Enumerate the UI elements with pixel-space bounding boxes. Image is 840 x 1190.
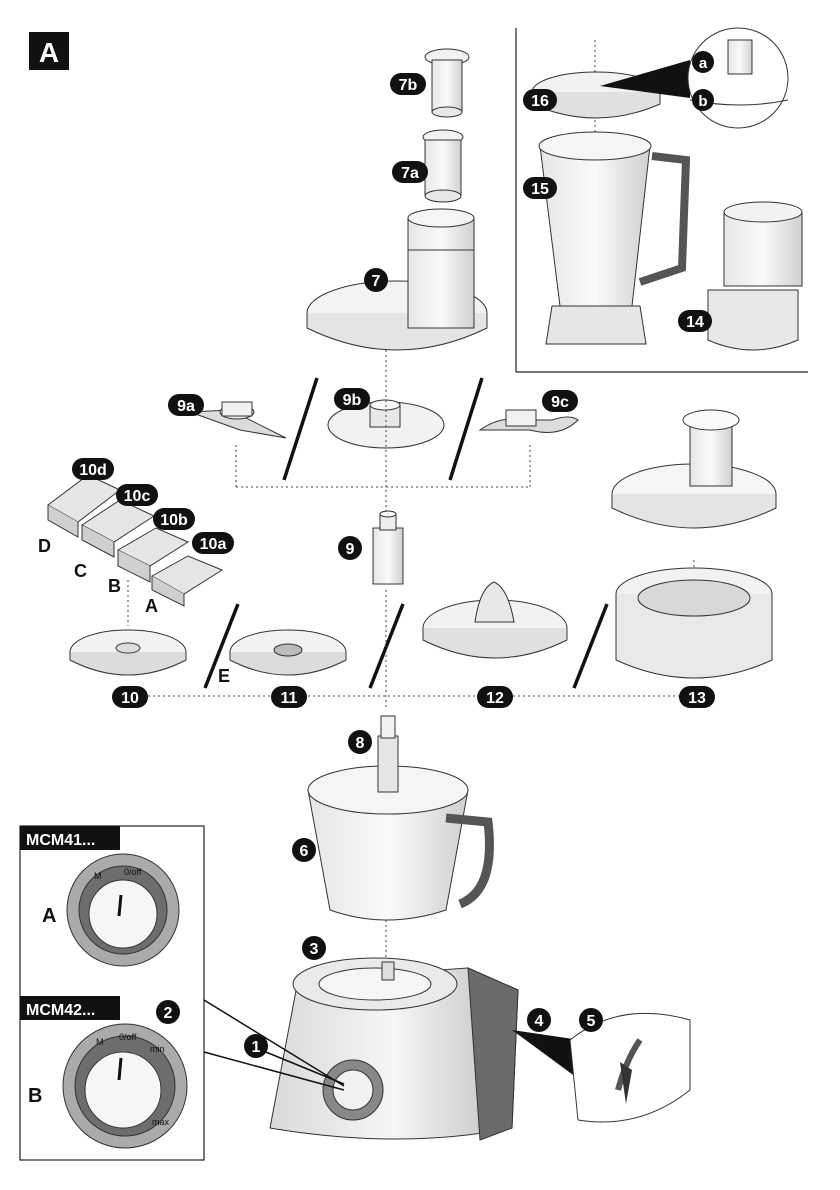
lid-7 xyxy=(306,208,488,351)
letter-d: D xyxy=(38,536,51,556)
badge-3: 3 xyxy=(302,936,326,960)
model-mcm41: MCM41... A 0/off M xyxy=(20,826,180,967)
svg-text:9c: 9c xyxy=(551,394,569,411)
badge-9c: 9c xyxy=(542,390,578,412)
drive-shaft-9 xyxy=(372,510,404,585)
badge-8: 8 xyxy=(348,730,372,754)
mixing-bowl-6 xyxy=(307,765,494,921)
letter-e: E xyxy=(218,666,230,686)
svg-text:4: 4 xyxy=(535,1013,544,1030)
leader-line-1 xyxy=(203,999,345,1091)
svg-text:10a: 10a xyxy=(200,536,227,553)
badge-7a: 7a xyxy=(392,161,428,183)
badge-14: 14 xyxy=(678,310,712,332)
disc-10 xyxy=(69,629,187,676)
mill-14 xyxy=(707,201,803,351)
model-name-42: MCM42... xyxy=(26,1002,95,1019)
base-unit xyxy=(269,957,519,1141)
badge-10: 10 xyxy=(112,686,148,708)
letter-c: C xyxy=(74,561,87,581)
badge-7: 7 xyxy=(364,268,388,292)
badge-4: 4 xyxy=(527,1008,551,1032)
svg-text:11: 11 xyxy=(281,690,298,707)
knife-9a xyxy=(189,401,287,439)
badge-2: 2 xyxy=(156,1000,180,1024)
badge-9b: 9b xyxy=(334,388,370,410)
svg-text:7b: 7b xyxy=(399,77,418,94)
cable-callout-5 xyxy=(512,1012,691,1123)
svg-text:10d: 10d xyxy=(79,462,107,479)
pusher-7a xyxy=(422,129,464,203)
svg-text:10b: 10b xyxy=(160,512,188,529)
svg-text:10c: 10c xyxy=(124,488,151,505)
svg-text:M: M xyxy=(94,871,102,881)
badge-6: 6 xyxy=(292,838,316,862)
blender-jug-15 xyxy=(538,131,691,345)
badge-9a: 9a xyxy=(168,394,204,416)
letter-a: A xyxy=(145,596,158,616)
model-mcm42: MCM42... B 0/off M min max xyxy=(20,996,188,1149)
badge-13: 13 xyxy=(679,686,715,708)
svg-text:1: 1 xyxy=(252,1039,261,1056)
badge-5: 5 xyxy=(579,1008,603,1032)
svg-text:0/off: 0/off xyxy=(119,1032,137,1042)
svg-text:A: A xyxy=(39,37,59,68)
svg-text:0/off: 0/off xyxy=(124,867,142,877)
juicer-basket-13 xyxy=(615,567,773,679)
badge-10b: 10b xyxy=(153,508,195,530)
svg-text:9a: 9a xyxy=(177,398,195,415)
svg-text:16: 16 xyxy=(531,93,549,110)
svg-text:2: 2 xyxy=(164,1005,173,1022)
badge-10a: 10a xyxy=(192,532,234,554)
drive-shaft-8 xyxy=(377,715,399,793)
badge-7b: 7b xyxy=(390,73,426,95)
disc-letters: A B C D E xyxy=(38,536,230,686)
citrus-press-12 xyxy=(422,581,568,659)
badge-10d: 10d xyxy=(72,458,114,480)
svg-text:9b: 9b xyxy=(343,392,362,409)
svg-text:12: 12 xyxy=(486,690,504,707)
svg-text:5: 5 xyxy=(587,1013,596,1030)
dotted-connectors xyxy=(127,40,700,958)
svg-text:10: 10 xyxy=(121,690,139,707)
blender-inset-frame xyxy=(515,28,808,373)
svg-text:6: 6 xyxy=(300,843,309,860)
svg-text:b: b xyxy=(698,93,707,110)
badge-15: 15 xyxy=(523,177,557,199)
svg-text:M: M xyxy=(96,1037,104,1047)
badge-16: 16 xyxy=(523,89,557,111)
svg-text:9: 9 xyxy=(346,541,355,558)
insert-10a xyxy=(150,555,224,607)
badge-9: 9 xyxy=(338,536,362,560)
badge-1: 1 xyxy=(244,1034,268,1058)
svg-text:14: 14 xyxy=(686,314,704,331)
svg-text:max: max xyxy=(152,1117,170,1127)
svg-text:15: 15 xyxy=(531,181,549,198)
svg-text:7: 7 xyxy=(372,273,381,290)
svg-text:a: a xyxy=(699,55,708,72)
svg-text:7a: 7a xyxy=(401,165,419,182)
knife-9c xyxy=(478,409,579,433)
pusher-7b xyxy=(424,48,470,118)
badge-11: 11 xyxy=(271,686,307,708)
letter-b: B xyxy=(108,576,121,596)
badge-a: a xyxy=(692,51,714,73)
svg-text:13: 13 xyxy=(688,690,706,707)
badge-b: b xyxy=(692,89,714,111)
blender-lid-16 xyxy=(531,71,661,119)
section-label: A xyxy=(29,32,69,70)
insert-10b xyxy=(116,527,190,583)
svg-text:8: 8 xyxy=(356,735,365,752)
badge-10c: 10c xyxy=(116,484,158,506)
separator-slashes xyxy=(203,377,609,689)
disc-11 xyxy=(229,629,347,676)
juicer-lid-13 xyxy=(611,409,777,529)
svg-text:3: 3 xyxy=(310,941,319,958)
model-letter-a: A xyxy=(42,905,56,927)
model-letter-b: B xyxy=(28,1085,42,1107)
svg-text:min: min xyxy=(150,1044,165,1054)
badge-12: 12 xyxy=(477,686,513,708)
model-name-41: MCM41... xyxy=(26,832,95,849)
